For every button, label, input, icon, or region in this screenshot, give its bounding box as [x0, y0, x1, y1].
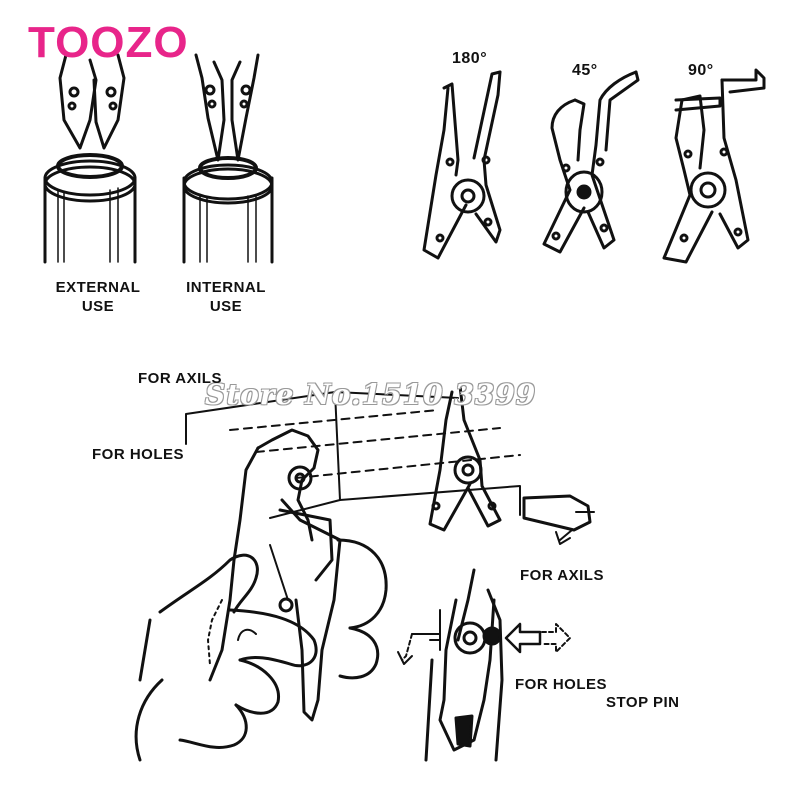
for-axils-right-label: FOR AXILS [520, 567, 604, 584]
internal-use-line1: INTERNAL [186, 279, 266, 296]
store-watermark: Store No.1510 3399 [205, 378, 537, 411]
internal-use-illustration [182, 53, 274, 264]
for-holes-bottom-label: FOR HOLES [515, 676, 608, 693]
angle-90-label: 90° [688, 62, 714, 79]
for-holes-left-label: FOR HOLES [92, 446, 185, 463]
brand-logo: TOOZO [28, 18, 189, 67]
jaw-180-illustration [422, 70, 502, 260]
external-use-line2: USE [81, 298, 115, 315]
internal-use-line2: USE [209, 298, 243, 315]
external-use-label: EXTERNAL USE [48, 278, 148, 316]
internal-use-label: INTERNAL USE [176, 278, 276, 316]
jaw-45-illustration [542, 70, 640, 254]
external-use-illustration [43, 53, 137, 264]
angle-45-label: 45° [572, 62, 598, 79]
external-use-line1: EXTERNAL [55, 279, 141, 296]
for-axils-top-label: FOR AXILS [138, 370, 222, 387]
assembly-diagram [134, 384, 595, 762]
stop-pin-label: STOP PIN [606, 694, 680, 711]
jaw-90-illustration [662, 68, 766, 264]
angle-180-label: 180° [452, 50, 488, 67]
